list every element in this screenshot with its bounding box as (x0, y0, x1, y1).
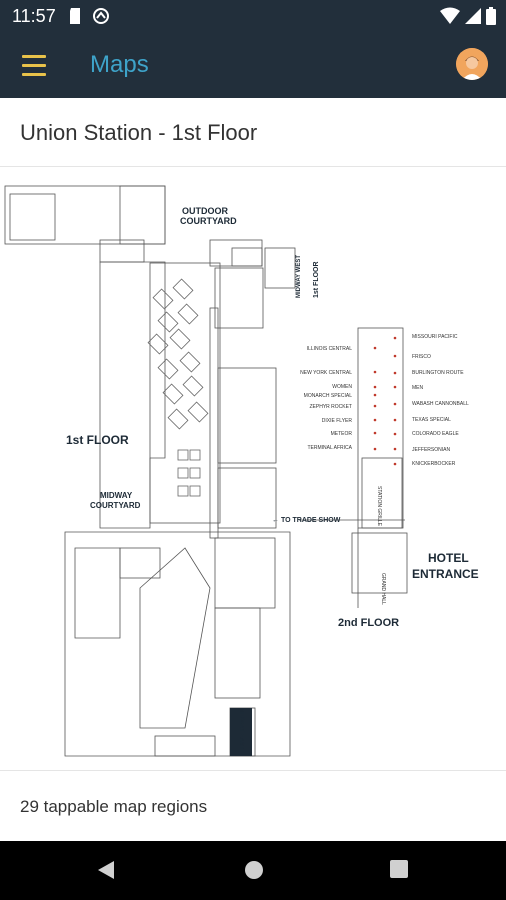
map-footer: 29 tappable map regions (0, 770, 506, 842)
first-floor-sign: 1st FLOOR (313, 261, 320, 298)
signal-icon (464, 7, 482, 30)
room-label[interactable]: BURLINGTON ROUTE (412, 370, 464, 376)
home-button[interactable] (243, 859, 265, 886)
station-grille-label[interactable]: STATION GRILLE (376, 486, 382, 527)
hotel-entrance-label: HOTEL (428, 551, 469, 565)
back-triangle-icon (98, 861, 114, 879)
midway-courtyard-label: COURTYARD (90, 501, 141, 510)
recents-square-icon (390, 860, 408, 878)
midway-west-label: MIDWAY WEST (296, 255, 302, 298)
map-heading: Union Station - 1st Floor (0, 98, 506, 167)
room-label[interactable]: WOMEN (332, 384, 352, 390)
hamburger-icon (22, 55, 46, 76)
hotel-entrance-label: ENTRANCE (412, 567, 479, 581)
room-label[interactable]: WABASH CANNONBALL (412, 401, 469, 407)
map-title: Union Station - 1st Floor (20, 120, 258, 145)
room-label[interactable]: NEW YORK CENTRAL (300, 370, 352, 376)
user-avatar-icon (456, 48, 488, 80)
system-nav-bar (0, 841, 506, 900)
room-label[interactable]: METEOR (331, 431, 353, 437)
wifi-icon (440, 7, 460, 30)
grand-hall-label[interactable]: GRAND HALL (380, 573, 386, 605)
first-floor-label: 1st FLOOR (66, 433, 129, 447)
sd-card-icon (68, 7, 82, 30)
room-label[interactable]: TEXAS SPECIAL (412, 417, 451, 423)
recents-button[interactable] (389, 859, 409, 884)
midway-east-label: MIDWAY EAST (238, 708, 244, 750)
room-label[interactable]: JEFFERSONIAN (412, 447, 450, 453)
room-label[interactable]: ZEPHYR ROCKET (309, 404, 352, 410)
back-button[interactable] (96, 859, 116, 886)
menu-button[interactable] (14, 46, 54, 86)
room-label[interactable]: ILLINOIS CENTRAL (307, 346, 353, 352)
status-time: 11:57 (12, 6, 56, 26)
second-floor-label: 2nd FLOOR (338, 617, 399, 629)
room-label[interactable]: MEN (412, 385, 424, 391)
room-label[interactable]: DIXIE FLYER (322, 418, 353, 424)
app-bar: Maps (0, 32, 506, 98)
home-circle-icon (245, 861, 263, 879)
avatar[interactable] (456, 48, 488, 80)
room-label[interactable]: MISSOURI PACIFIC (412, 334, 458, 340)
outdoor-courtyard-label: COURTYARD (180, 216, 237, 226)
room-label[interactable]: TERMINAL AFRICA (307, 445, 352, 451)
floor-map-drawing[interactable]: ILLINOIS CENTRAL NEW YORK CENTRAL WOMEN … (0, 168, 506, 770)
room-label[interactable]: KNICKERBOCKER (412, 461, 456, 467)
regions-count: 29 tappable map regions (20, 797, 208, 816)
status-bar: 11:57 (0, 0, 506, 32)
outdoor-courtyard-label: OUTDOOR (182, 206, 228, 216)
battery-icon (486, 7, 496, 30)
page-title: Maps (90, 51, 149, 78)
room-label[interactable]: FRISCO (412, 354, 431, 360)
data-saver-icon (92, 7, 110, 30)
midway-courtyard-label: MIDWAY (100, 491, 133, 500)
room-label[interactable]: MONARCH SPECIAL (304, 393, 353, 399)
to-trade-show-label[interactable]: ← TO TRADE SHOW (272, 517, 341, 524)
floor-map[interactable]: ILLINOIS CENTRAL NEW YORK CENTRAL WOMEN … (0, 168, 506, 770)
room-label[interactable]: COLORADO EAGLE (412, 431, 459, 437)
